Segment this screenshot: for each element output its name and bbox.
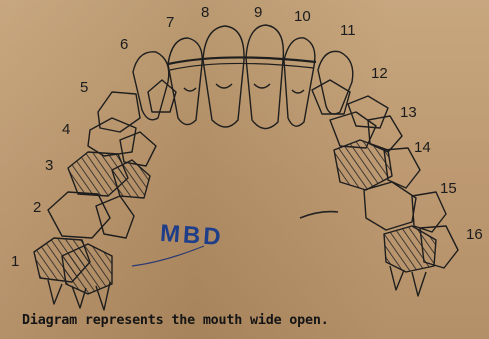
handwritten-annotation: MBD [159, 220, 224, 252]
tooth-number-8: 8 [201, 5, 209, 20]
tooth-number-12: 12 [371, 66, 388, 81]
tooth-number-15: 15 [440, 181, 457, 196]
tooth-number-13: 13 [400, 105, 417, 120]
tooth-9-outline [246, 25, 283, 129]
tooth-number-4: 4 [62, 122, 70, 137]
tooth-10-outline [284, 38, 315, 126]
tooth-number-11: 11 [340, 23, 356, 38]
tooth-number-7: 7 [166, 15, 174, 30]
tooth-number-16: 16 [466, 227, 483, 242]
diagram-caption: Diagram represents the mouth wide open. [22, 313, 482, 328]
tooth-8-outline [203, 26, 244, 127]
tooth-number-5: 5 [80, 80, 88, 95]
tooth-number-2: 2 [33, 200, 41, 215]
tooth-number-9: 9 [254, 5, 262, 20]
tooth-number-3: 3 [45, 158, 53, 173]
tooth-7-outline [168, 38, 202, 125]
tooth-number-1: 1 [11, 254, 19, 269]
tooth-number-14: 14 [414, 140, 431, 155]
tooth-number-10: 10 [294, 9, 311, 24]
tooth-number-6: 6 [120, 37, 128, 52]
